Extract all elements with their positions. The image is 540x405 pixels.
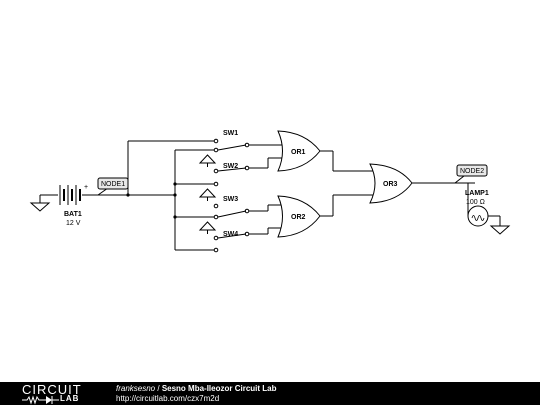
logo-text-circuit: CIRCUIT: [22, 382, 82, 397]
or-gate-or1[interactable]: [277, 130, 333, 172]
lamp-name: LAMP1: [465, 190, 489, 197]
ground-right: [489, 225, 511, 235]
node2-label: NODE2: [460, 168, 484, 175]
title-separator: /: [155, 384, 162, 393]
footer-bar: CIRCUIT LAB franksesno / Sesno Mba-Ileoz…: [0, 382, 540, 405]
sw1-label: SW1: [223, 130, 238, 137]
lamp-value: 100 Ω: [466, 199, 485, 206]
input-bus: [127, 140, 215, 251]
resistor-diode-icon: [22, 395, 59, 405]
lamp-lamp1[interactable]: [467, 182, 501, 227]
sw2-label: SW2: [223, 163, 238, 170]
sw4-label: SW4: [223, 231, 238, 238]
ground-left: [29, 195, 51, 212]
switch-sw1[interactable]: [213, 138, 282, 153]
circuit-title: Sesno Mba-Ileozor Circuit Lab: [161, 384, 277, 393]
or-gate-or3[interactable]: [369, 163, 475, 204]
or3-label: OR3: [383, 181, 398, 188]
or1-label: OR1: [291, 149, 306, 156]
node1-flag[interactable]: NODE1: [97, 177, 129, 196]
battery-value: 12 V: [66, 220, 81, 227]
pulldown-ground-1: [198, 154, 217, 167]
pulldown-ground-2: [198, 188, 217, 201]
circuitlab-logo[interactable]: CIRCUIT LAB: [22, 383, 94, 405]
or2-label: OR2: [291, 214, 306, 221]
logo-text-lab: LAB: [60, 394, 80, 403]
node2-flag[interactable]: NODE2: [454, 164, 488, 184]
battery-plus-sign: +: [84, 184, 88, 191]
circuit-url[interactable]: http://circuitlab.com/czx7m2d: [116, 394, 220, 403]
switch-sw2[interactable]: [213, 157, 282, 187]
sw3-label: SW3: [223, 196, 238, 203]
pulldown-ground-3: [198, 221, 217, 234]
circuit-meta: franksesno / Sesno Mba-Ileozor Circuit L…: [116, 384, 277, 404]
battery-name: BAT1: [64, 211, 82, 218]
author-name[interactable]: franksesno: [116, 384, 156, 393]
switch-sw4[interactable]: [213, 227, 282, 253]
or-gate-or2[interactable]: [277, 195, 333, 238]
switch-sw3[interactable]: [213, 203, 282, 220]
node1-label: NODE1: [101, 181, 125, 188]
or3-input-wires: [332, 151, 374, 216]
